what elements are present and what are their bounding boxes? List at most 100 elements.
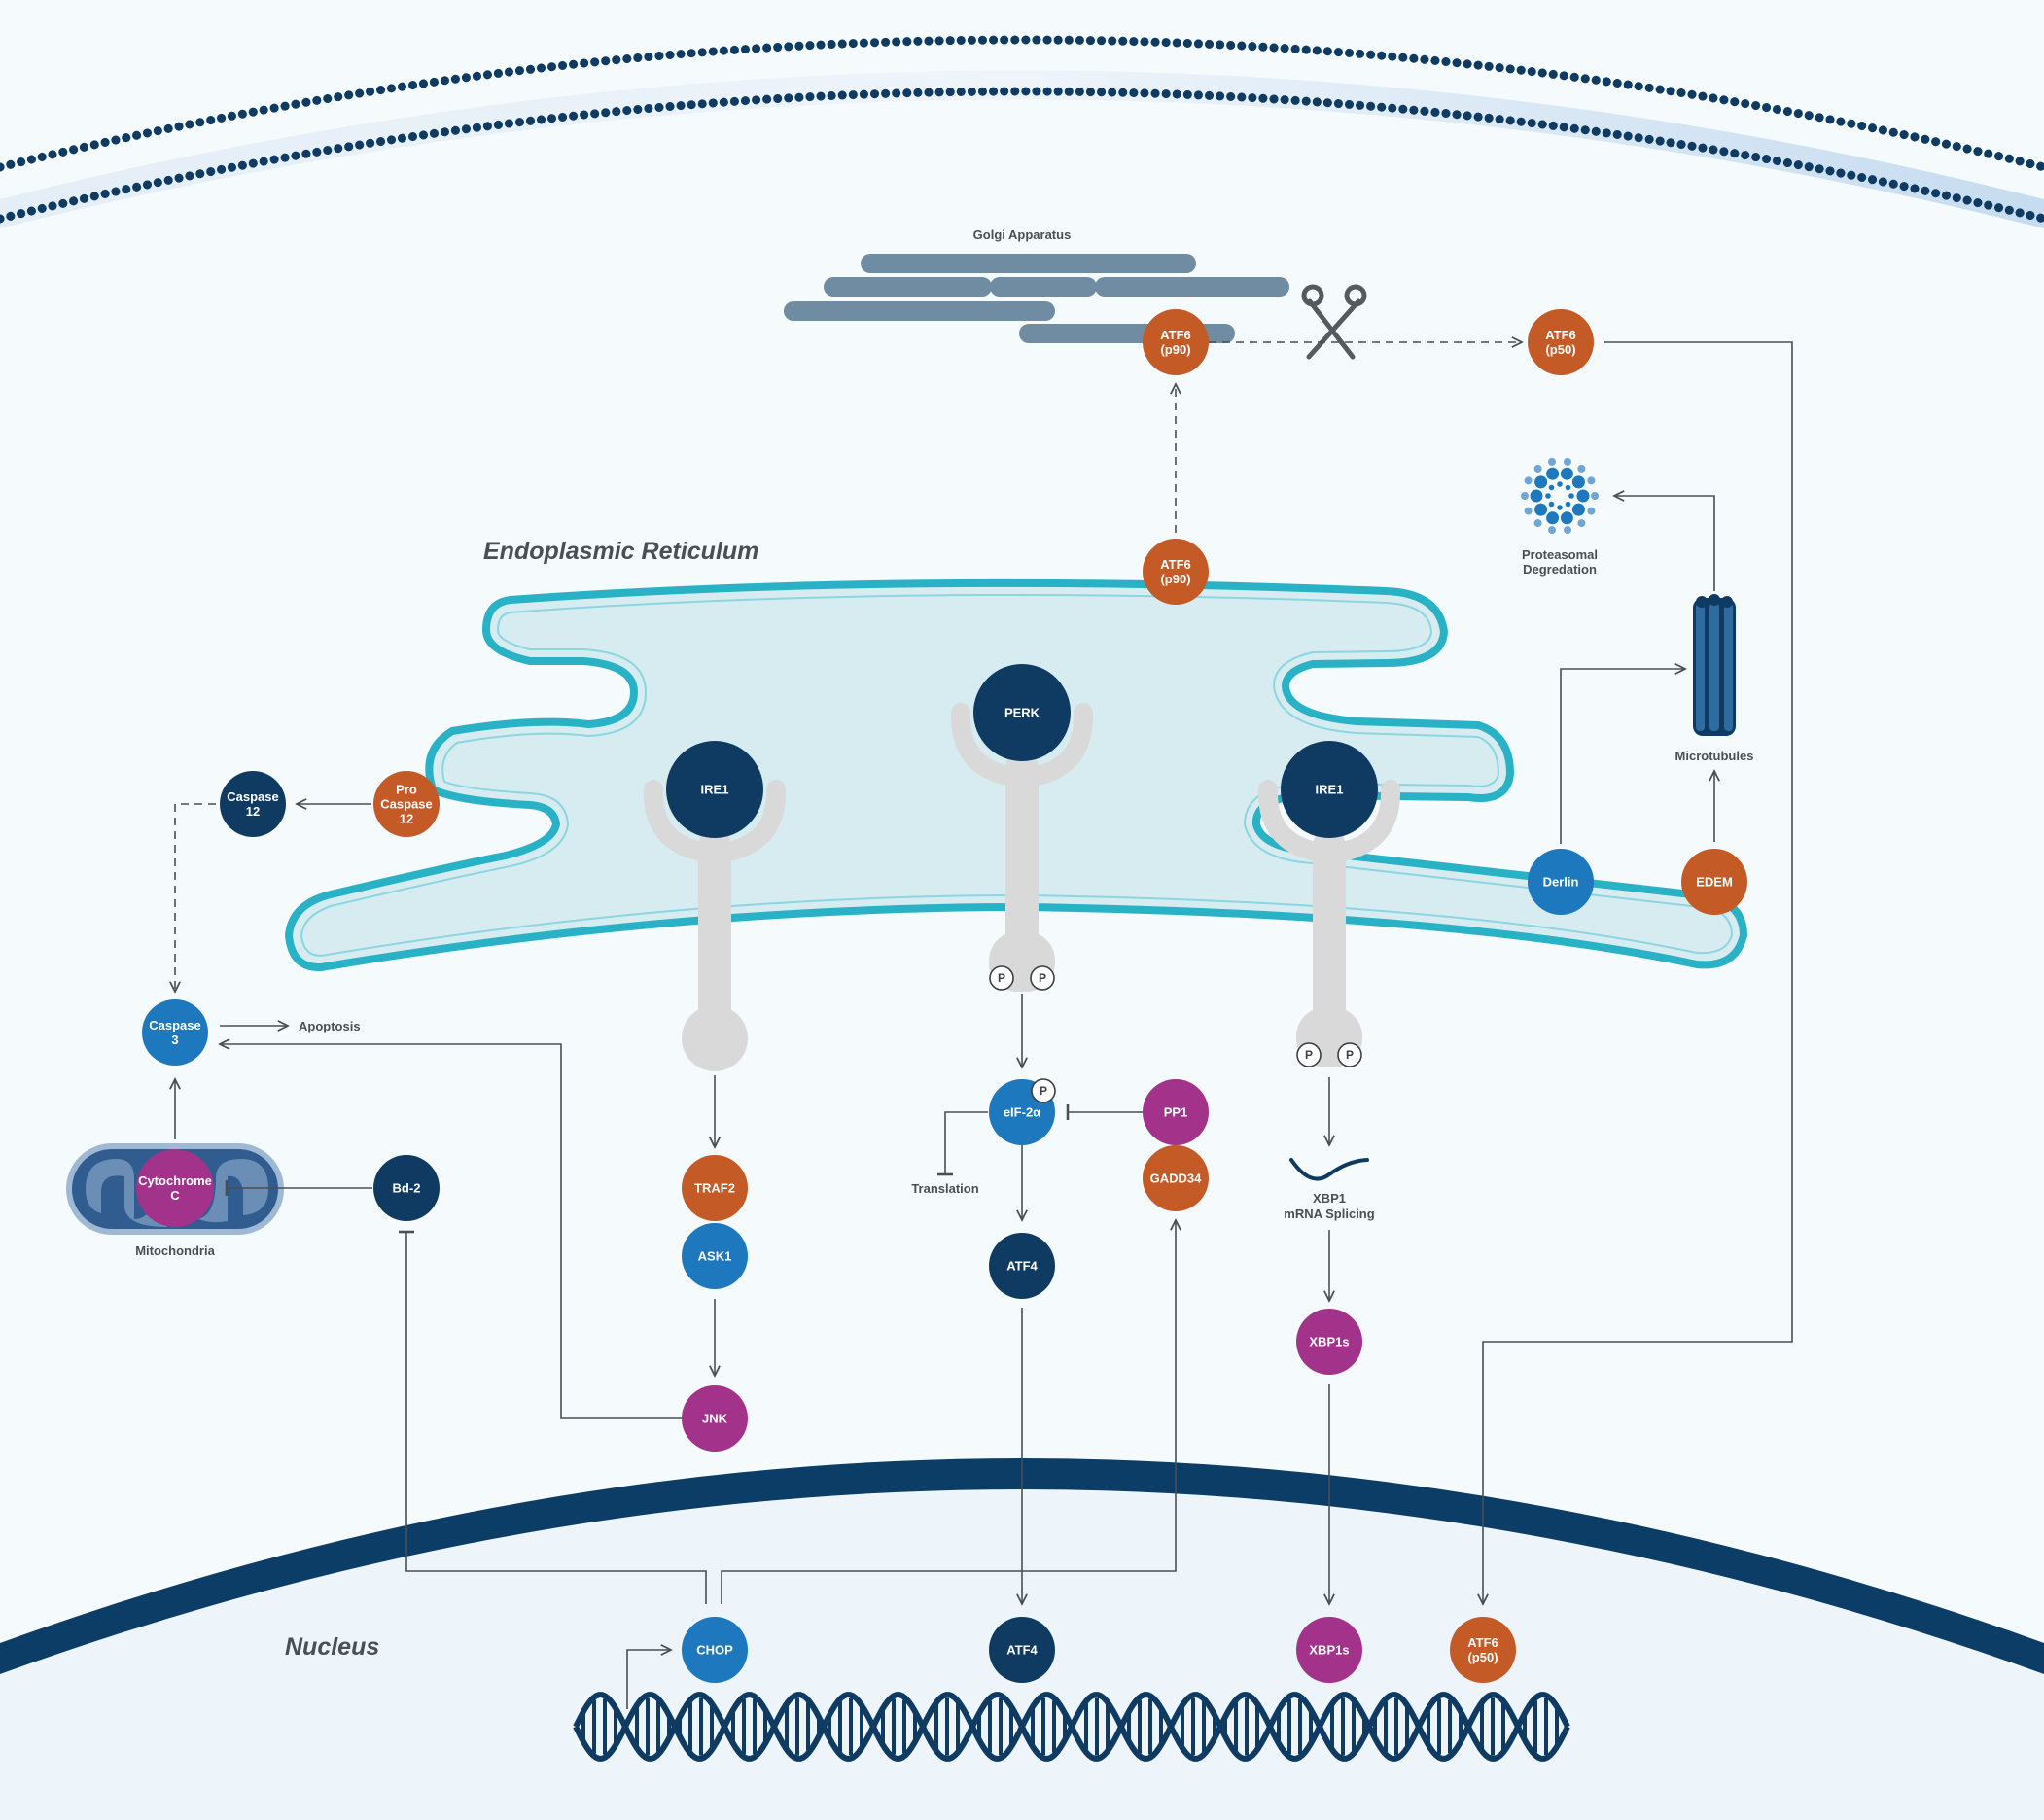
perk-phospho-left: P: [989, 965, 1014, 991]
perk-phospho-right: P: [1030, 965, 1055, 991]
jnk-to-caspase3-arrow: [220, 1044, 682, 1419]
proteasome-dot: [1577, 464, 1586, 472]
node-ask1: ASK1: [682, 1223, 748, 1289]
proteasome-dot: [1533, 519, 1542, 528]
proteasome-dot: [1565, 484, 1571, 491]
svg-text:P: P: [1039, 971, 1046, 985]
node-circle: [989, 1233, 1055, 1299]
node-label: Derlin: [1543, 875, 1579, 890]
microtubules-icon: [1693, 594, 1736, 736]
node-atf6-p50-top: ATF6(p50): [1528, 309, 1594, 375]
proteasome-dot: [1521, 492, 1529, 500]
node-label: XBP1s: [1309, 1643, 1349, 1658]
node-label: IRE1: [701, 783, 729, 797]
node-circle: [1143, 309, 1209, 375]
chop-inhibits-bcl2-real: [399, 1230, 707, 1604]
proteasome-dot: [1546, 511, 1560, 525]
node-label: 12: [246, 804, 260, 819]
proteasome-dot: [1576, 489, 1590, 503]
node-label: (p90): [1160, 572, 1190, 586]
node-label: PERK: [1004, 706, 1040, 720]
svg-text:P: P: [1305, 1048, 1313, 1062]
dna-to-chop-arrow: [626, 1650, 671, 1709]
proteasome-dot: [1557, 505, 1563, 510]
proteasome-dot: [1546, 467, 1560, 480]
eif2a-inhibits-translation: [937, 1111, 988, 1176]
node-label: 12: [400, 812, 413, 826]
node-circle: [1296, 1309, 1362, 1375]
node-label: TRAF2: [694, 1181, 735, 1196]
node-circle: [1143, 539, 1209, 605]
node-label: CHOP: [696, 1643, 733, 1658]
node-circle: [142, 999, 208, 1066]
node-label: Pro: [396, 783, 417, 797]
node-edem: EDEM: [1681, 849, 1747, 915]
node-label: Caspase: [227, 789, 278, 804]
caspase12-to-caspase3-arrow: [175, 803, 216, 992]
node-chop: CHOP: [682, 1617, 748, 1683]
er-title: Endoplasmic Reticulum: [483, 538, 758, 565]
xbp1-mrna-wave-icon: [1289, 1158, 1369, 1181]
proteasome-dot: [1524, 507, 1533, 515]
node-label: EDEM: [1696, 875, 1733, 890]
node-atf6-er: ATF6(p90): [1143, 539, 1209, 605]
node-xbp1s-nuc: XBP1s: [1296, 1617, 1362, 1683]
microtubules-label: Microtubules: [1675, 749, 1754, 763]
ire1-phospho-left: P: [1296, 1042, 1322, 1068]
dna-strand-2: [573, 1692, 1570, 1762]
node-circle: [682, 1155, 748, 1221]
proteasome-dot: [1587, 507, 1596, 515]
connectors: [175, 342, 1793, 1709]
proteasome-dot: [1560, 467, 1573, 480]
node-atf4-nuc: ATF4: [989, 1617, 1055, 1683]
node-circle: [1143, 1145, 1209, 1211]
proteasome-icon: [1521, 457, 1599, 535]
node-circle: [682, 1385, 748, 1452]
node-label: GADD34: [1150, 1172, 1203, 1186]
node-label: ATF4: [1006, 1259, 1038, 1274]
chop-to-gadd34-arrow: [721, 1220, 1176, 1604]
node-circle: [373, 1155, 440, 1221]
proteasome-dot: [1564, 526, 1571, 535]
node-circle: [682, 1617, 748, 1683]
proteasome-dot: [1587, 476, 1596, 485]
svg-text:P: P: [1040, 1084, 1047, 1098]
scissors-icon: [1301, 284, 1367, 360]
er-inner-edge: [300, 594, 1734, 958]
node-label: (p50): [1545, 342, 1575, 357]
proteasome-dot: [1548, 526, 1556, 535]
proteasome-dot: [1533, 464, 1542, 472]
proteasome-dot: [1548, 501, 1555, 508]
cell-membrane: [0, 35, 2044, 228]
node-label: 3: [171, 1032, 178, 1047]
proteasome-dot: [1534, 503, 1548, 516]
node-ire1-right: IRE1: [1281, 741, 1378, 838]
node-derlin: Derlin: [1528, 849, 1594, 915]
svg-text:P: P: [998, 971, 1005, 985]
node-label: ASK1: [698, 1249, 732, 1264]
proteasome-dot: [1568, 493, 1574, 499]
proteasome-dot: [1534, 475, 1548, 489]
node-label: IRE1: [1316, 783, 1344, 797]
proteasome-dot: [1548, 457, 1556, 466]
node-label: ATF6: [1545, 328, 1576, 342]
node-label: ATF6: [1160, 557, 1191, 572]
node-traf2: TRAF2: [682, 1155, 748, 1221]
proteasome-dot: [1564, 457, 1571, 466]
node-pp1: PP1: [1143, 1079, 1209, 1145]
proteasome-dot: [1557, 481, 1563, 487]
proteasome-dot: [1548, 484, 1555, 491]
node-circle: [1143, 1079, 1209, 1145]
proteasome-dot: [1565, 501, 1571, 508]
node-circle: [973, 664, 1071, 761]
node-circle: [989, 1617, 1055, 1683]
proteasome-dot: [1545, 493, 1551, 499]
node-atf4-cyto: ATF4: [989, 1233, 1055, 1299]
node-circle: [1681, 849, 1747, 915]
node-jnk: JNK: [682, 1385, 748, 1452]
